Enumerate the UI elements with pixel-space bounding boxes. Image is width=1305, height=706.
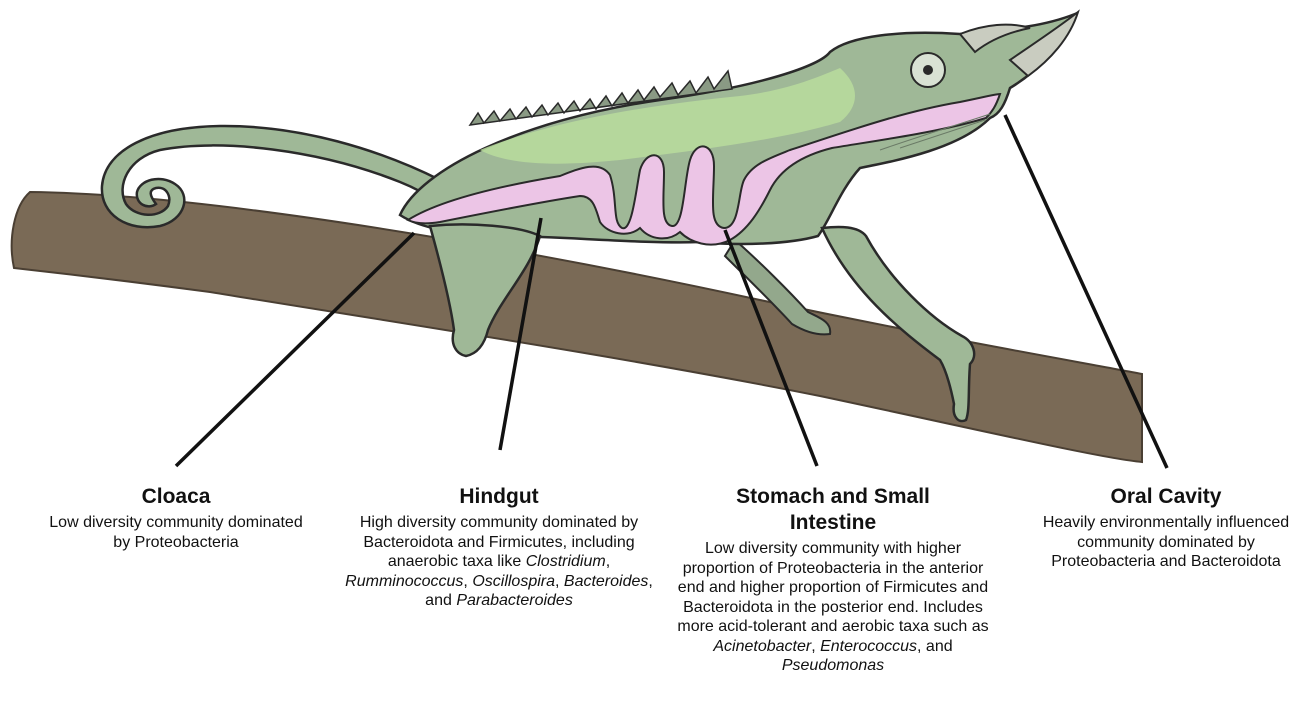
region-description-hindgut: High diversity community dominated by Ba… <box>344 513 654 611</box>
region-title-cloaca: Cloaca <box>40 484 312 510</box>
description-text: , <box>555 573 564 590</box>
taxon-name: Oscillospira <box>472 573 555 590</box>
taxon-name: Bacteroides <box>564 573 649 590</box>
description-text: , and <box>917 638 953 655</box>
taxon-name: Acinetobacter <box>713 638 811 655</box>
description-text: , <box>811 638 820 655</box>
taxon-name: Enterococcus <box>820 638 917 655</box>
label-oral-cavity: Oral Cavity Heavily environmentally infl… <box>1030 484 1302 572</box>
taxon-name: Pseudomonas <box>782 657 884 674</box>
region-title-oral: Oral Cavity <box>1030 484 1302 510</box>
description-text: , <box>463 573 472 590</box>
region-description-cloaca: Low diversity community dominated by Pro… <box>40 513 312 552</box>
label-stomach: Stomach and Small Intestine Low diversit… <box>672 484 994 676</box>
description-text: Low diversity community dominated by Pro… <box>49 514 302 551</box>
region-title-hindgut: Hindgut <box>344 484 654 510</box>
description-text: Low diversity community with higher prop… <box>677 540 988 635</box>
description-text: , <box>606 553 610 570</box>
taxon-name: Clostridium <box>526 553 606 570</box>
taxon-name: Rumminococcus <box>345 573 463 590</box>
pupil <box>923 65 933 75</box>
region-description-oral: Heavily environmentally influenced commu… <box>1030 513 1302 572</box>
label-cloaca: Cloaca Low diversity community dominated… <box>40 484 312 552</box>
description-text: Heavily environmentally influenced commu… <box>1043 514 1289 570</box>
label-hindgut: Hindgut High diversity community dominat… <box>344 484 654 611</box>
region-title-stomach: Stomach and Small Intestine <box>733 484 933 536</box>
taxon-name: Parabacteroides <box>456 592 573 609</box>
region-description-stomach: Low diversity community with higher prop… <box>672 539 994 676</box>
